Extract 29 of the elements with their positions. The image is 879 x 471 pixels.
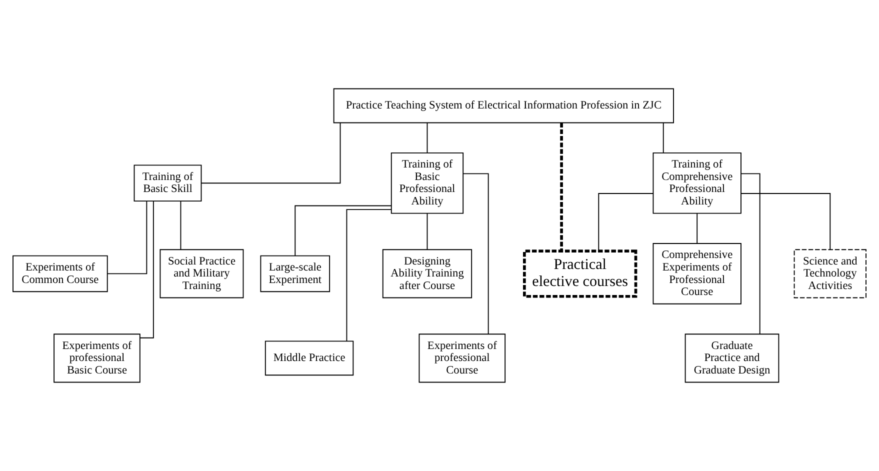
node-box: Graduate Practice and Graduate Design [684,334,780,383]
connector [740,193,831,250]
connector [107,201,148,274]
node-box: Experiments of professional Basic Course [54,334,140,383]
node-box: Practical elective courses [523,250,638,298]
node-box: Middle Practice [264,340,354,376]
connector [740,173,760,335]
node-box: Comprehensive Experiments of Professional Course [652,243,742,304]
node-box: Training of Basic Professional Ability [390,152,464,214]
node-box: Social Practice and Military Training [160,249,244,298]
connector [598,193,654,252]
connector [180,201,182,250]
connector [200,122,341,184]
node-box: Practice Teaching System of Electrical Information Profession in ZJC [333,88,674,124]
node-box: Experiments of professional Course [418,334,506,383]
node-box: Experiments of Common Course [12,255,108,292]
node-box: Large-scale Experiment [260,255,330,292]
connector [462,173,489,335]
node-box: Training of Comprehensive Professional Ability [652,152,742,214]
connector [426,213,428,250]
connector [426,122,428,154]
connector [346,209,392,342]
connector [696,213,698,244]
node-box: Training of Basic Skill [134,164,202,202]
connector [560,122,563,252]
connector [294,205,392,256]
node-box: Designing Ability Training after Course [382,249,472,298]
node-box: Science and Technology Activities [794,249,866,298]
connector [662,122,664,154]
